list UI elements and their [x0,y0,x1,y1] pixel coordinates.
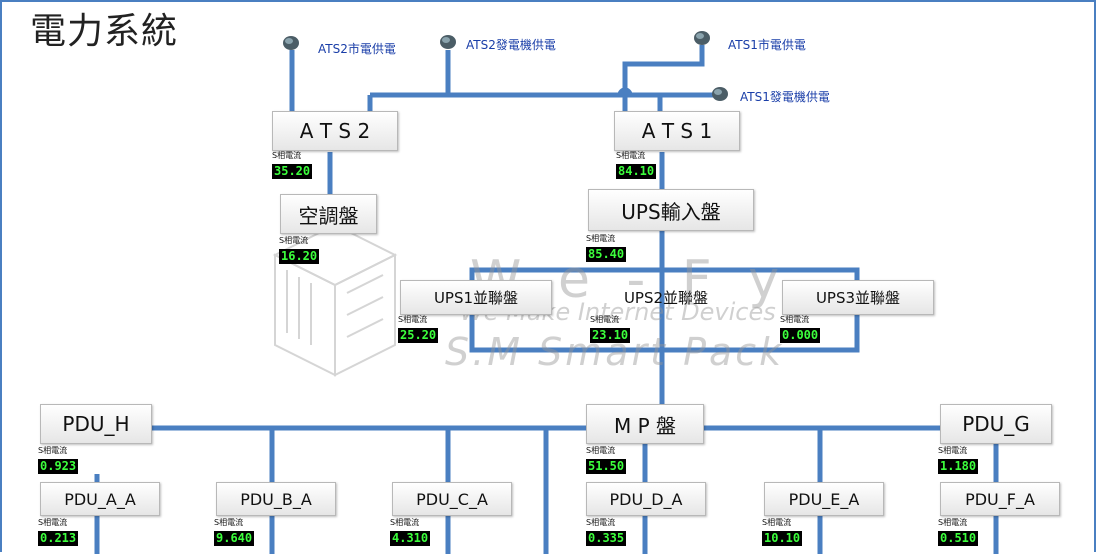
meter-label: S相電流 [590,315,620,324]
node-mp[interactable]: M P 盤 [586,404,704,444]
meter-pdu-g: S相電流 1.180 [938,446,979,474]
meter-value: 51.50 [586,459,627,474]
wire-gen-bus [370,87,720,98]
meter-value: 35.20 [272,164,313,179]
meter-value: 0.335 [586,531,627,546]
node-pdu-e-a[interactable]: PDU_E_A [764,482,884,516]
node-pdu-h[interactable]: PDU_H [40,404,152,444]
source-label-ats2-gen: ATS2發電機供電 [466,38,556,52]
meter-label: S相電流 [272,151,302,160]
node-ats1[interactable]: A T S 1 [614,111,740,151]
node-ups-input[interactable]: UPS輸入盤 [588,189,754,231]
meter-value: 25.20 [398,328,439,343]
node-pdu-g[interactable]: PDU_G [940,404,1052,444]
meter-pdu-d-a: S相電流 0.335 [586,518,627,546]
meter-pdu-h: S相電流 0.923 [38,446,79,474]
meter-label: S相電流 [586,446,616,455]
meter-value: 23.10 [590,328,631,343]
meter-value: 0.923 [38,459,79,474]
meter-value: 1.180 [938,459,979,474]
meter-pdu-c-a: S相電流 4.310 [390,518,431,546]
meter-value: 0.510 [938,531,979,546]
power-plug-icon[interactable] [693,29,711,47]
meter-ats1: S相電流 84.10 [616,151,657,179]
meter-ups-input: S相電流 85.40 [586,234,627,262]
meter-label: S相電流 [586,234,616,243]
meter-ats2: S相電流 35.20 [272,151,313,179]
node-ups3[interactable]: UPS3並聯盤 [782,280,934,315]
node-ups1[interactable]: UPS1並聯盤 [400,280,552,315]
meter-label: S相電流 [398,315,428,324]
meter-value: 0.000 [780,328,821,343]
meter-label: S相電流 [38,446,68,455]
node-pdu-c-a[interactable]: PDU_C_A [392,482,512,516]
source-label-ats2-mains: ATS2市電供電 [318,42,396,56]
power-plug-icon[interactable] [282,34,300,52]
meter-ups1: S相電流 25.20 [398,315,439,343]
power-plug-icon[interactable] [711,85,729,103]
meter-value: 9.640 [214,531,255,546]
meter-label: S相電流 [38,518,68,527]
meter-pdu-b-a: S相電流 9.640 [214,518,255,546]
meter-label: S相電流 [938,518,968,527]
meter-pdu-f-a: S相電流 0.510 [938,518,979,546]
meter-value: 10.10 [762,531,803,546]
meter-label: S相電流 [586,518,616,527]
source-label-ats1-gen: ATS1發電機供電 [740,90,830,104]
node-pdu-b-a[interactable]: PDU_B_A [216,482,336,516]
meter-label: S相電流 [616,151,646,160]
meter-value: 85.40 [586,247,627,262]
page-title: 電力系統 [30,11,179,52]
meter-value: 4.310 [390,531,431,546]
node-aircon[interactable]: 空調盤 [280,194,377,234]
node-pdu-d-a[interactable]: PDU_D_A [586,482,706,516]
meter-value: 84.10 [616,164,657,179]
meter-aircon: S相電流 16.20 [279,236,320,264]
meter-label: S相電流 [780,315,810,324]
meter-label: S相電流 [938,446,968,455]
meter-pdu-e-a: S相電流 10.10 [762,518,803,546]
meter-ups3: S相電流 0.000 [780,315,821,343]
power-plug-icon[interactable] [439,33,457,51]
meter-mp: S相電流 51.50 [586,446,627,474]
node-pdu-a-a[interactable]: PDU_A_A [40,482,160,516]
meter-value: 16.20 [279,249,320,264]
source-label-ats1-mains: ATS1市電供電 [728,38,806,52]
wire-ats1-mains [622,45,705,112]
node-ups2[interactable]: UPS2並聯盤 [623,289,709,307]
meter-label: S相電流 [762,518,792,527]
meter-label: S相電流 [390,518,420,527]
meter-value: 0.213 [38,531,79,546]
meter-pdu-a-a: S相電流 0.213 [38,518,79,546]
node-pdu-f-a[interactable]: PDU_F_A [940,482,1060,516]
node-ats2[interactable]: A T S 2 [272,111,398,151]
meter-label: S相電流 [214,518,244,527]
meter-label: S相電流 [279,236,309,245]
meter-ups2: S相電流 23.10 [590,315,631,343]
